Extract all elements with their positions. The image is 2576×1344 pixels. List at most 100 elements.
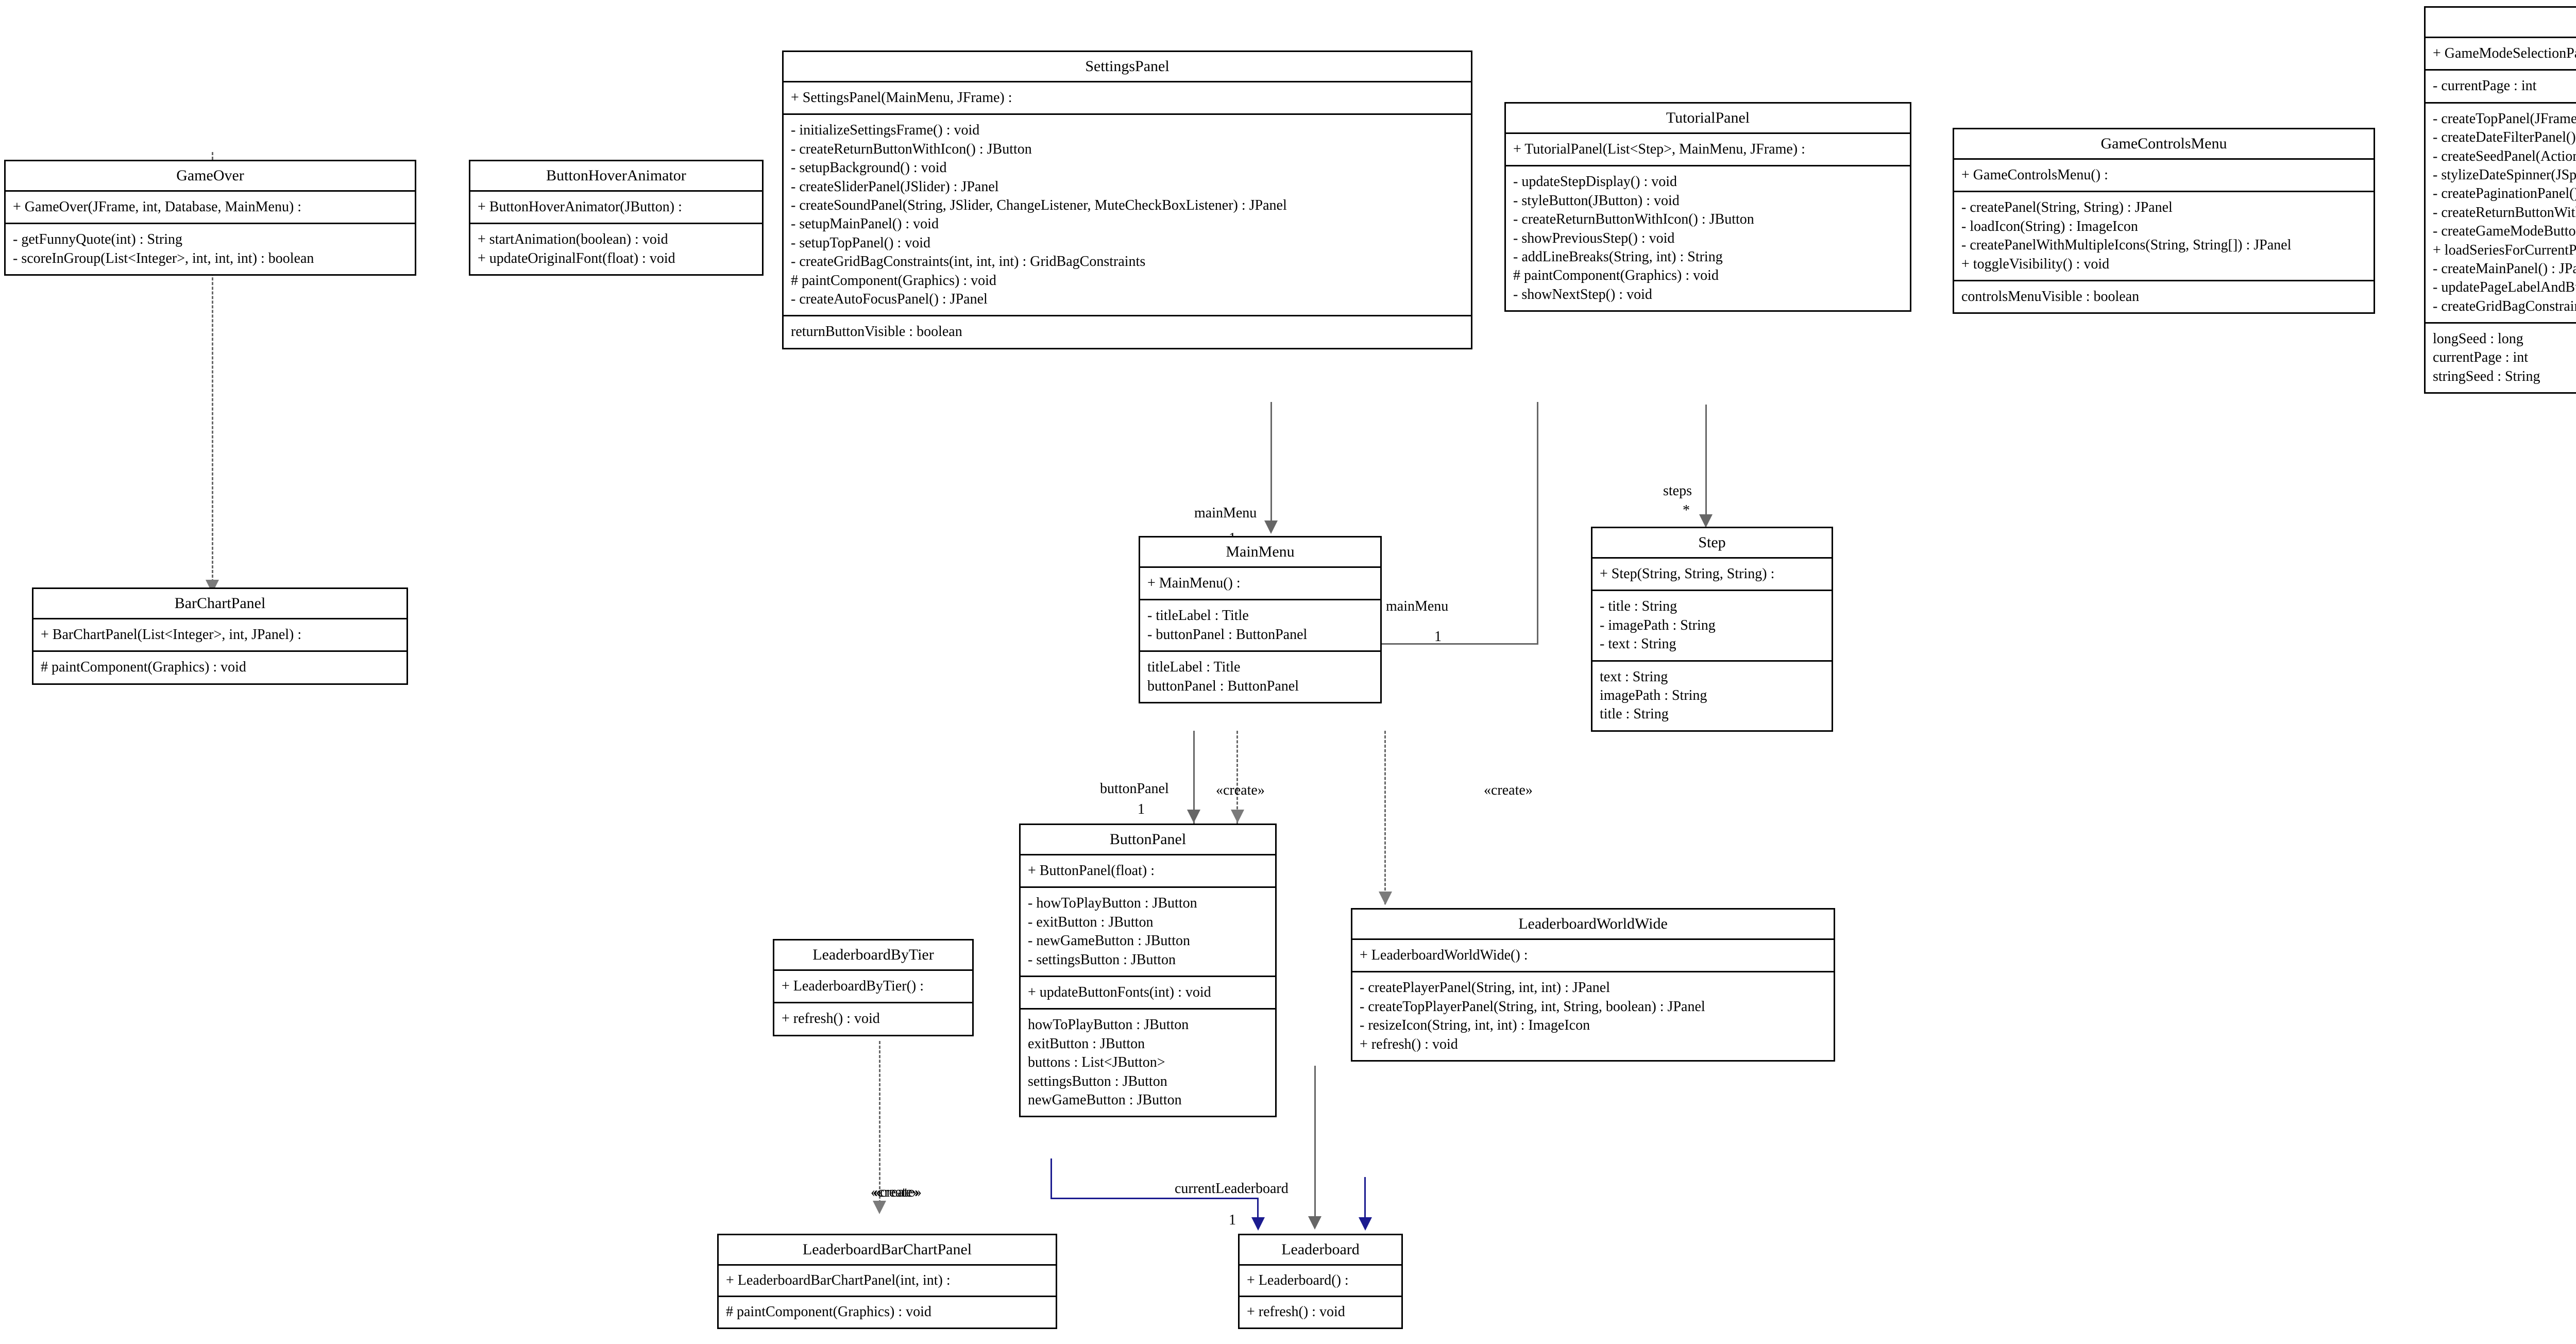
class-constructors-leaderboardbarchartpanel: + LeaderboardBarChartPanel(int, int) : — [719, 1264, 1056, 1296]
class-box-gameover[interactable]: GameOver + GameOver(JFrame, int, Databas… — [4, 160, 416, 276]
class-member: + toggleVisibility() : void — [1961, 256, 2110, 272]
class-title-mainmenu: MainMenu — [1226, 543, 1295, 560]
class-member: buttonPanel : ButtonPanel — [1147, 678, 1299, 694]
class-member: - setupBackground() : void — [791, 160, 947, 176]
class-member: + BarChartPanel(List<Integer>, int, JPan… — [41, 627, 302, 643]
class-title-leaderboard: Leaderboard — [1281, 1241, 1360, 1258]
arrowhead-buttonpanel — [1187, 810, 1200, 823]
class-title-gameover: GameOver — [176, 167, 244, 184]
class-member: + ButtonPanel(float) : — [1028, 863, 1155, 879]
class-title-buttonhoveranimator: ButtonHoverAnimator — [546, 167, 686, 184]
class-methods-tutorialpanel: - updateStepDisplay() : void - styleButt… — [1506, 165, 1910, 310]
edge-label-create-leaderboardbarchart: «create» — [871, 1184, 920, 1200]
class-member: # paintComponent(Graphics) : void — [726, 1304, 931, 1320]
class-member: - howToPlayButton : JButton — [1028, 895, 1197, 912]
class-member: returnButtonVisible : boolean — [791, 324, 962, 340]
arrowhead-leaderboardworldwide — [1379, 892, 1392, 905]
edge-label-currentleaderboard: currentLeaderboard — [1175, 1181, 1289, 1197]
class-member: - stylizeDateSpinner(JSpinner) : void — [2433, 166, 2576, 183]
edge-label-mainmenu-top: mainMenu — [1194, 505, 1257, 521]
class-member: - getFunnyQuote(int) : String — [13, 231, 182, 248]
class-member: - createAutoFocusPanel() : JPanel — [791, 291, 988, 307]
edge-label-steps-mult: * — [1683, 502, 1690, 518]
edge-label-create-leaderboardworldwide: «create» — [1484, 782, 1533, 798]
class-box-buttonhoveranimator[interactable]: ButtonHoverAnimator + ButtonHoverAnimato… — [469, 160, 764, 276]
arrowhead-leaderboard-right — [1359, 1217, 1372, 1231]
edge-settingspanel-mainmenu — [1270, 402, 1272, 520]
class-methods-gamecontrolsmenu: - createPanel(String, String) : JPanel -… — [1954, 191, 2374, 280]
class-member: imagePath : String — [1600, 687, 1707, 703]
class-member: - createTopPanel(JFrame, MainMenu) : JPa… — [2433, 110, 2576, 127]
class-member: newGameButton : JButton — [1028, 1091, 1182, 1108]
class-box-gamemodeselectionpanel[interactable]: GameModeSelectionPanel + GameModeSelecti… — [2424, 6, 2576, 394]
class-member: + TutorialPanel(List<Step>, MainMenu, JF… — [1513, 141, 1805, 157]
class-member: - currentPage : int — [2433, 78, 2537, 94]
edge-label-steps: steps — [1663, 483, 1692, 499]
class-member: + startAnimation(boolean) : void — [478, 231, 668, 248]
class-member: - createGameModeButton(String, ActionLis… — [2433, 223, 2576, 240]
class-box-gamecontrolsmenu[interactable]: GameControlsMenu + GameControlsMenu() : … — [1953, 128, 2375, 314]
class-member: - loadIcon(String) : ImageIcon — [1961, 218, 2138, 234]
edge-label-buttonpanel: buttonPanel — [1100, 781, 1169, 797]
class-methods-gameover: - getFunnyQuote(int) : String - scoreInG… — [6, 223, 415, 274]
class-member: - newGameButton : JButton — [1028, 933, 1190, 949]
class-member: titleLabel : Title — [1147, 659, 1241, 676]
class-title-leaderboardworldwide: LeaderboardWorldWide — [1518, 915, 1668, 932]
arrowhead-leaderboard-mid — [1308, 1216, 1321, 1230]
class-attributes-gamemodeselectionpanel: - currentPage : int — [2426, 69, 2576, 102]
class-title-barchartpanel: BarChartPanel — [174, 595, 266, 612]
class-box-settingspanel[interactable]: SettingsPanel + SettingsPanel(MainMenu, … — [782, 51, 1472, 349]
class-member: + SettingsPanel(MainMenu, JFrame) : — [791, 90, 1012, 106]
class-member: exitButton : JButton — [1028, 1035, 1145, 1052]
arrowhead-leaderboard-left — [1251, 1217, 1265, 1231]
class-title-tutorialpanel: TutorialPanel — [1666, 109, 1750, 126]
class-member: + Step(String, String, String) : — [1600, 566, 1775, 582]
class-box-leaderboardworldwide[interactable]: LeaderboardWorldWide + LeaderboardWorldW… — [1351, 908, 1835, 1062]
class-methods-buttonpanel: + updateButtonFonts(int) : void — [1021, 975, 1275, 1008]
class-fields-buttonpanel: howToPlayButton : JButton exitButton : J… — [1021, 1008, 1275, 1116]
class-fields-gamecontrolsmenu: controlsMenuVisible : boolean — [1954, 279, 2374, 312]
class-attributes-mainmenu: - titleLabel : Title - buttonPanel : But… — [1140, 599, 1380, 650]
class-box-step[interactable]: Step + Step(String, String, String) : - … — [1591, 527, 1833, 732]
class-member: + LeaderboardByTier() : — [782, 978, 924, 994]
class-member: - setupMainPanel() : void — [791, 216, 939, 232]
class-title-step: Step — [1698, 534, 1726, 551]
class-member: - styleButton(JButton) : void — [1513, 192, 1680, 209]
arrowhead-leaderboardbarchartpanel — [873, 1201, 886, 1214]
edge-mainmenu-leaderboardworldwide-create — [1384, 731, 1386, 904]
class-member: - createTopPlayerPanel(String, int, Stri… — [1360, 998, 1705, 1015]
class-member: - addLineBreaks(String, int) : String — [1513, 248, 1723, 265]
class-box-leaderboardbarchartpanel[interactable]: LeaderboardBarChartPanel + LeaderboardBa… — [717, 1234, 1057, 1329]
class-fields-step: text : String imagePath : String title :… — [1592, 660, 1832, 730]
edge-tutorialpanel-step — [1705, 405, 1707, 517]
edge-label-buttonpanel-mult: 1 — [1138, 801, 1145, 817]
class-member: + LeaderboardBarChartPanel(int, int) : — [726, 1272, 951, 1288]
class-title-gamemodeselectionpanel: GameModeSelectionPanel — [2426, 8, 2576, 37]
edge-mainmenu-buttonpanel-create — [1236, 731, 1238, 824]
class-member: - text : String — [1600, 636, 1676, 652]
edge-leaderboardbytier-leaderboardbarchartpanel — [879, 1041, 880, 1203]
class-member: controlsMenuVisible : boolean — [1961, 288, 2140, 305]
edge-label-leaderboard-left-mult: 1 — [1229, 1212, 1236, 1228]
edge-tutorialpanel-mainmenu-v — [1537, 402, 1538, 644]
class-box-leaderboard[interactable]: Leaderboard + Leaderboard() : + refresh(… — [1238, 1234, 1403, 1329]
class-member: settingsButton : JButton — [1028, 1073, 1167, 1089]
class-member: + GameModeSelectionPanel(ActionListener,… — [2433, 45, 2576, 61]
class-attributes-buttonpanel: - howToPlayButton : JButton - exitButton… — [1021, 886, 1275, 976]
class-box-tutorialpanel[interactable]: TutorialPanel + TutorialPanel(List<Step>… — [1504, 102, 1911, 312]
class-member: + GameControlsMenu() : — [1961, 167, 2108, 183]
class-box-barchartpanel[interactable]: BarChartPanel + BarChartPanel(List<Integ… — [32, 587, 408, 685]
edge-label-mainmenu-right-mult: 1 — [1434, 629, 1442, 645]
class-member: - initializeSettingsFrame() : void — [791, 122, 980, 139]
class-box-leaderboardbytier[interactable]: LeaderboardByTier + LeaderboardByTier() … — [773, 939, 974, 1036]
class-box-buttonpanel[interactable]: ButtonPanel + ButtonPanel(float) : - how… — [1019, 824, 1277, 1118]
class-constructors-step: + Step(String, String, String) : — [1592, 557, 1832, 590]
class-member: - createMainPanel() : JPanel — [2433, 260, 2576, 277]
edge-gameover-barchartpanel — [212, 152, 213, 582]
edge-mainmenu-buttonpanel — [1193, 731, 1195, 824]
class-member: - settingsButton : JButton — [1028, 951, 1176, 968]
class-box-mainmenu[interactable]: MainMenu + MainMenu() : - titleLabel : T… — [1139, 536, 1382, 703]
class-member: - createGridBagConstraints(int, int, int… — [2433, 298, 2576, 314]
class-member: - title : String — [1600, 598, 1677, 615]
arrowhead-buttonpanel-create — [1231, 810, 1244, 823]
